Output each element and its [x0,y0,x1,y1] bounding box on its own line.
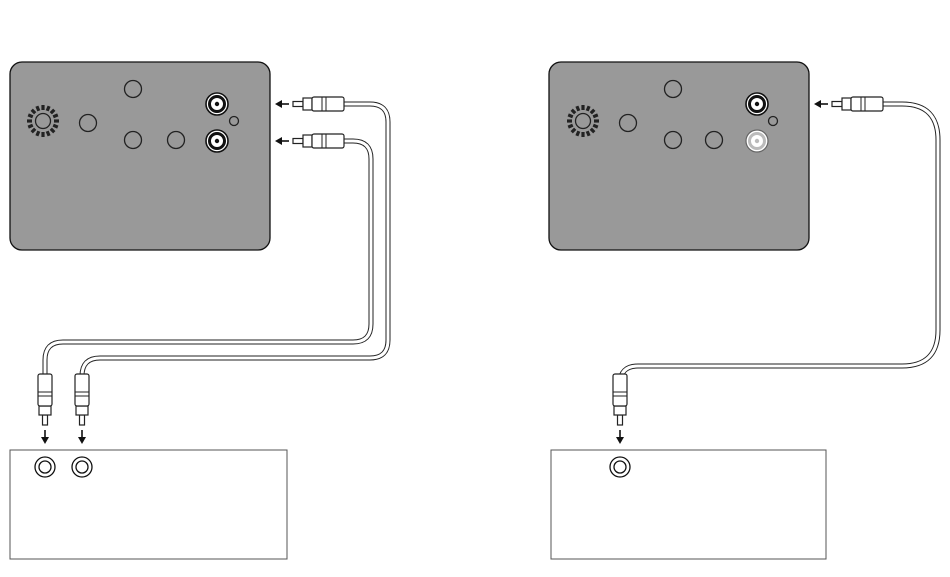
rca-plug-icon[interactable] [613,374,627,425]
arrow-icon [41,430,49,444]
arrow-icon [616,430,624,444]
destination-device-box [551,450,826,559]
stereo-connection [10,62,388,559]
rca-jack-icon[interactable] [610,457,630,477]
arrow-icon [78,430,86,444]
source-device-panel [549,62,809,250]
arrow-icon [275,100,289,108]
rca-plug-icon[interactable] [38,374,52,425]
mono-connection [549,62,938,559]
rca-plug-icon[interactable] [293,134,344,148]
arrow-icon [275,137,289,145]
arrow-icon [814,100,828,108]
rca-plug-icon[interactable] [293,97,344,111]
rca-plug-icon[interactable] [832,97,883,111]
rca-plug-icon[interactable] [75,374,89,425]
rca-jack-icon[interactable] [35,457,55,477]
rca-jack-icon[interactable] [746,130,768,152]
rca-jack-icon[interactable] [746,93,768,115]
rca-jack-icon[interactable] [206,93,228,115]
source-device-panel [10,62,270,250]
rca-jack-icon[interactable] [72,457,92,477]
rca-jack-icon[interactable] [206,130,228,152]
